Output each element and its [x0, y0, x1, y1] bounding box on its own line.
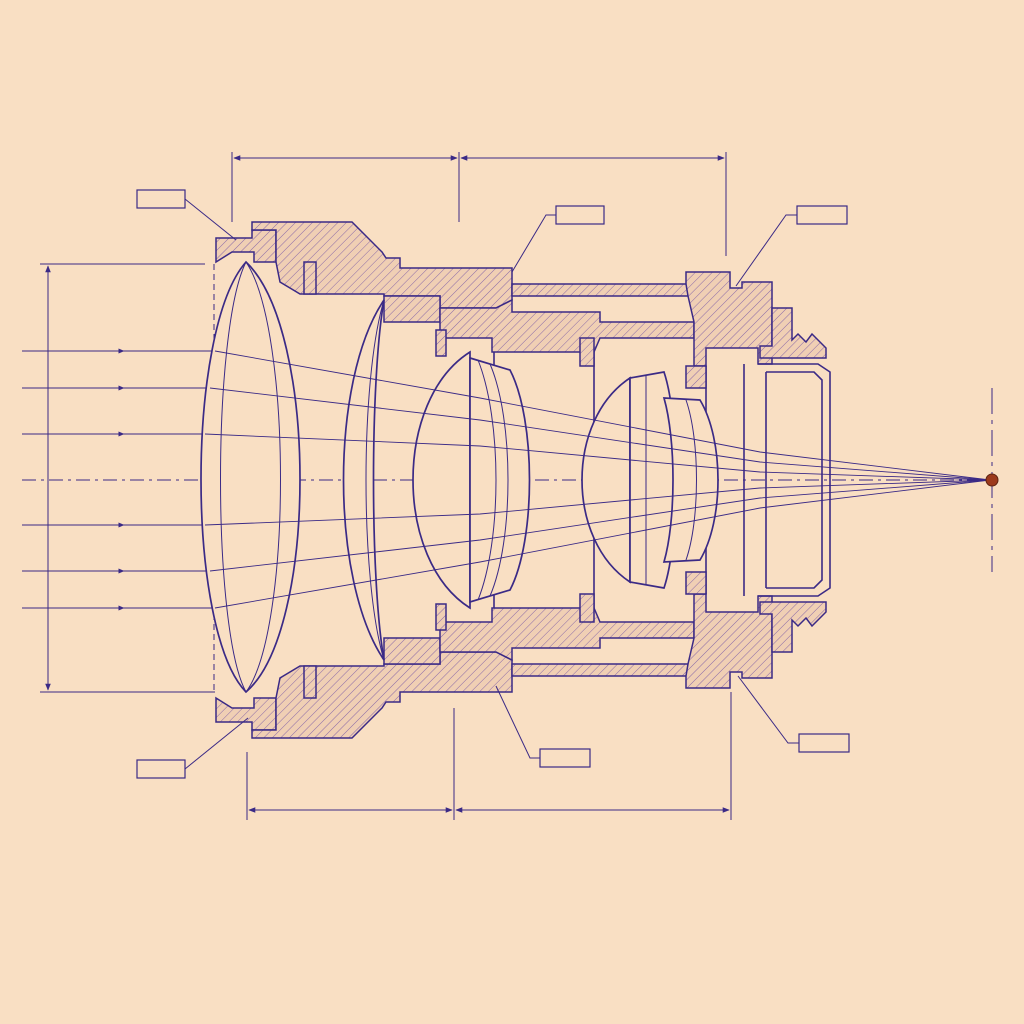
front-barrel-top: [251, 221, 513, 309]
front-retaining-ring-top: [215, 229, 277, 264]
refracted-ray: [214, 350, 991, 481]
refracted-ray: [209, 387, 991, 481]
focal-point-marker: [985, 473, 999, 487]
refracted-ray: [204, 433, 991, 481]
front-barrel-bottom: [251, 651, 513, 739]
callout-box-top-right: [796, 205, 848, 225]
callout-box-bottom-middle: [539, 748, 591, 768]
rear-tube-top: [511, 283, 689, 297]
callout-box-bottom-left: [136, 759, 186, 779]
rear-thread-top: [759, 307, 827, 359]
lens-element-rear-contour: [685, 399, 697, 561]
rear-group-spacer-top: [579, 337, 595, 367]
lens-element-doublet-rear: [469, 356, 531, 604]
front-spacer-bottom: [303, 665, 317, 699]
callout-leader-bottom-left: [184, 717, 249, 770]
refracted-ray: [204, 479, 991, 526]
callout-leader-bottom-middle: [495, 685, 540, 759]
rear-tube-bottom: [511, 663, 689, 677]
rear-thread-bottom: [759, 601, 827, 653]
lens-element-doublet-contour: [489, 363, 509, 597]
refracted-ray: [214, 479, 991, 609]
callout-leader-top-middle: [511, 214, 556, 273]
rear-mount-block-top: [685, 271, 773, 367]
middle-ring-top: [439, 298, 695, 353]
lens-elements: [200, 260, 719, 694]
rear-mount-block-bottom: [685, 593, 773, 689]
aperture-stop-bottom: [435, 603, 447, 631]
aperture-stop-top: [435, 329, 447, 357]
rear-inner-tube-inner-wall: [766, 371, 823, 589]
callout-leader-top-right: [735, 214, 797, 287]
callout-box-top-middle: [555, 205, 605, 225]
rear-group-retainer-bottom: [685, 571, 707, 595]
callout-leader-top-left: [184, 198, 237, 241]
refracted-ray: [209, 479, 991, 572]
rear-group-spacer-bottom: [579, 593, 595, 623]
front-spacer-top: [303, 261, 317, 295]
lens-barrel: [215, 221, 831, 739]
front-retaining-ring-bottom: [215, 696, 277, 731]
second-element-mount-bottom: [383, 637, 441, 665]
callout-box-bottom-right: [798, 733, 850, 753]
lens-element-front-contour: [220, 261, 247, 693]
lens-element-front: [200, 260, 301, 694]
incoming-rays: [22, 348, 215, 611]
second-element-mount-top: [383, 295, 441, 323]
lens-element-doublet-front: [412, 350, 471, 610]
middle-ring-bottom: [439, 607, 695, 662]
rear-inner-tube: [758, 363, 831, 597]
rear-group-retainer-top: [685, 365, 707, 389]
refracted-rays: [204, 350, 991, 609]
callout-box-top-left: [136, 189, 186, 209]
lens-element-rear-back: [662, 397, 719, 563]
callout-leader-bottom-right: [737, 675, 799, 744]
callouts: [136, 189, 850, 779]
lens-element-doublet-contour: [477, 359, 497, 601]
lens-element-meniscus-contour: [365, 299, 385, 661]
lens-element-rear-front: [581, 376, 631, 584]
lens-element-front-contour: [245, 261, 281, 693]
